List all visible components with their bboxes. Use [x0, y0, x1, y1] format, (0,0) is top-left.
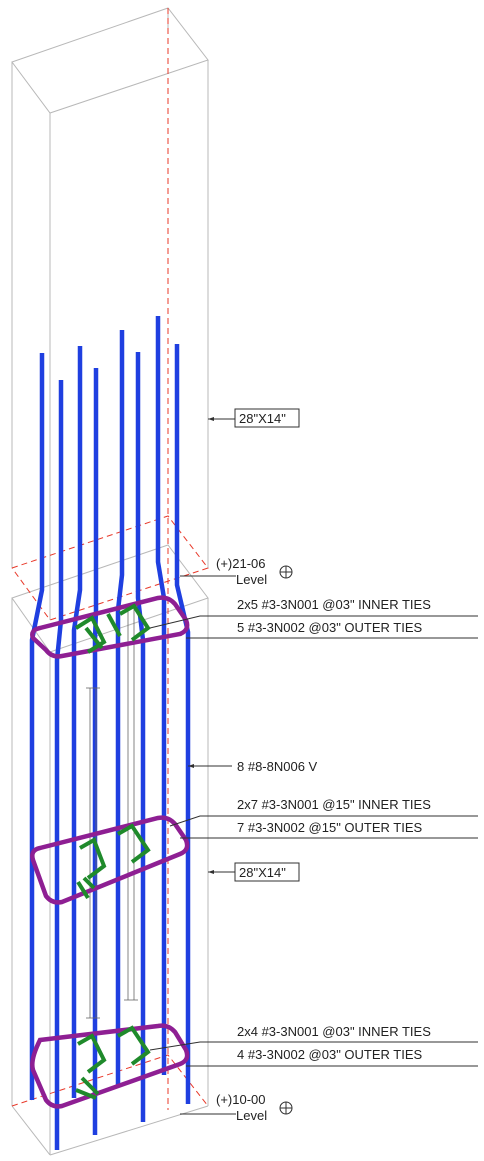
- level-plane-top: [11, 8, 209, 1110]
- callout-vertical-bars: 8 #8-8N006 V: [237, 759, 318, 774]
- lower-size-tag-box: [234, 862, 300, 882]
- tie-set-bottom: [30, 1023, 190, 1109]
- vertical-bar-7: [155, 316, 167, 1075]
- inner-ties-bottom: [75, 1025, 151, 1100]
- upper-size-tag: 28"X14": [239, 411, 286, 426]
- vertical-bar-8: [174, 344, 191, 1104]
- outer-tie-bottom: [30, 1023, 190, 1109]
- inner-ties-middle: [76, 823, 151, 900]
- vertical-bar-3: [71, 346, 83, 1098]
- level-plane-bottom: [11, 1054, 209, 1107]
- callout-top-inner-ties: 2x5 #3-3N001 @03" INNER TIES: [237, 597, 431, 612]
- tie-set-top: [30, 595, 190, 659]
- callout-bottom-outer-ties: 4 #3-3N002 @03" OUTER TIES: [237, 1047, 423, 1062]
- top-level-label: Level: [236, 572, 267, 587]
- callout-top-outer-ties: 5 #3-3N002 @03" OUTER TIES: [237, 620, 423, 635]
- vertical-bar-6: [135, 352, 146, 1122]
- outer-tie-middle: [30, 815, 190, 905]
- bottom-level-elevation: (+)10-00: [216, 1092, 266, 1107]
- tie-set-middle: [30, 815, 190, 905]
- outer-tie-top: [30, 595, 190, 659]
- upper-size-tag-box: [234, 408, 300, 428]
- vertical-bar-2: [54, 380, 64, 1150]
- callout-middle-outer-ties: 7 #3-3N002 @15" OUTER TIES: [237, 820, 423, 835]
- vertical-bar-5: [115, 330, 125, 1085]
- inner-ties-top: [74, 603, 151, 654]
- upper-column-outline: [11, 7, 209, 620]
- leader-lines: [149, 418, 478, 1115]
- bottom-level-label: Level: [236, 1108, 267, 1123]
- top-level-elevation: (+)21-06: [216, 556, 266, 571]
- bottom-level-symbol-icon: [279, 1101, 293, 1115]
- vertical-bar-1: [29, 353, 45, 1100]
- callout-bottom-inner-ties: 2x4 #3-3N001 @03" INNER TIES: [237, 1024, 431, 1039]
- top-level-symbol-icon: [279, 565, 293, 579]
- leader-arrowheads: [188, 417, 214, 874]
- lower-size-tag: 28"X14": [239, 865, 286, 880]
- callout-middle-inner-ties: 2x7 #3-3N001 @15" INNER TIES: [237, 797, 431, 812]
- tie-spacing-dimensions: [86, 605, 138, 1019]
